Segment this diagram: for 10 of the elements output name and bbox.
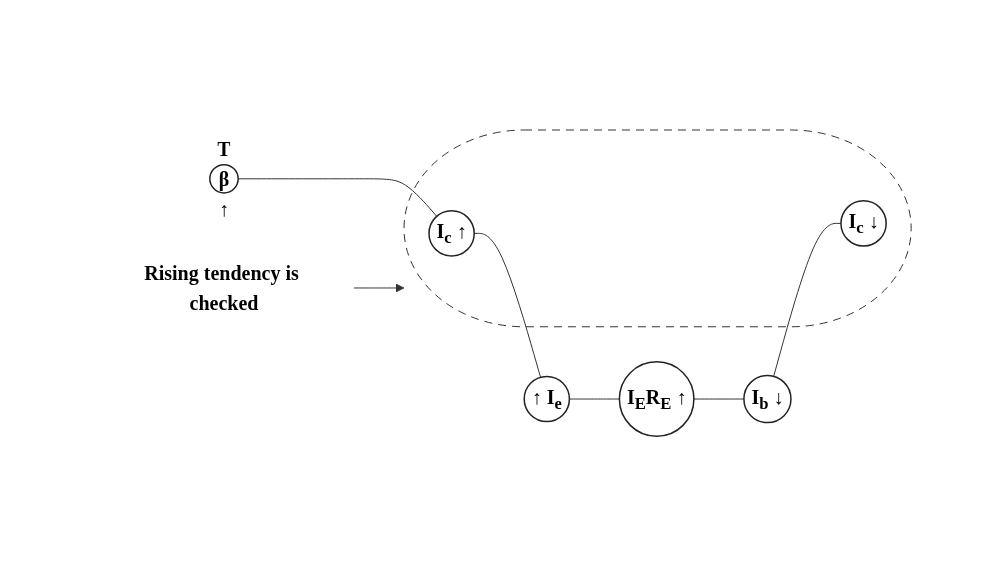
node-circle: β: [209, 164, 239, 195]
node-circle: ↑ I$_{e}$: [523, 376, 571, 423]
node-circle: I$_{c}$ ↑: [428, 210, 475, 258]
node-label: ↑: [218, 198, 229, 221]
node-circle: I$_{E}$R$_{E}$ ↑: [618, 361, 695, 438]
node-label: T: [217, 138, 231, 161]
arrow: [353, 283, 405, 293]
node-text: Rising tendency is checked: [144, 262, 299, 315]
node-circle: I$_{c}$ ↓: [840, 200, 887, 248]
node-circle: I$_{b}$ ↓: [743, 375, 792, 424]
